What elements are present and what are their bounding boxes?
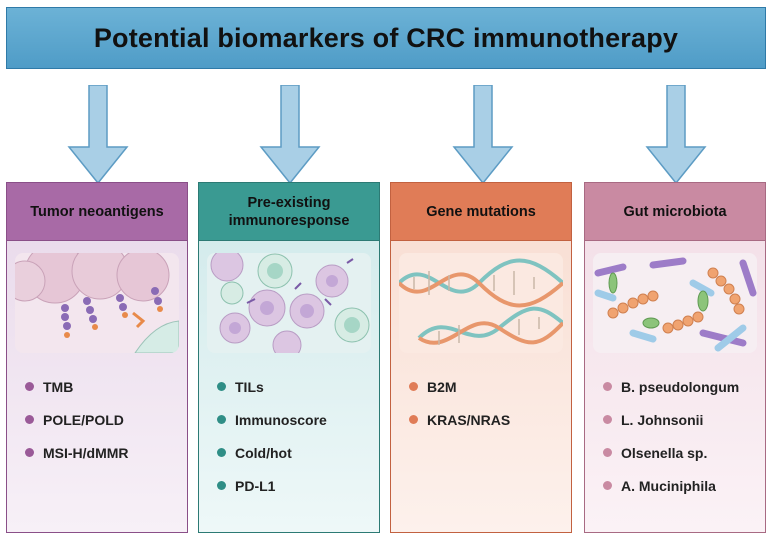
list-item: Olsenella sp.	[603, 445, 739, 478]
item-text: L. Johnsonii	[621, 412, 704, 428]
column-heading: Gene mutations	[391, 183, 571, 241]
bullet-dot	[217, 382, 226, 391]
diagram-title: Potential biomarkers of CRC immunotherap…	[93, 22, 679, 53]
bullet-dot	[603, 481, 612, 490]
list-item: KRAS/NRAS	[409, 412, 510, 445]
list-item: B. pseudolongum	[603, 379, 739, 412]
down-arrow-4	[645, 85, 707, 185]
biomarker-list: B. pseudolongum L. Johnsonii Olsenella s…	[603, 379, 739, 511]
heading-line: Pre-existing	[247, 194, 331, 211]
list-item: L. Johnsonii	[603, 412, 739, 445]
title-banner: Potential biomarkers of CRC immunotherap…	[6, 7, 766, 69]
list-item: TILs	[217, 379, 327, 412]
bullet-dot	[603, 415, 612, 424]
item-text: PD-L1	[235, 478, 276, 494]
item-text: POLE/POLD	[43, 412, 124, 428]
neoantigen-illustration	[15, 253, 179, 353]
list-item: Cold/hot	[217, 445, 327, 478]
item-text: Olsenella sp.	[621, 445, 708, 461]
bullet-dot	[217, 481, 226, 490]
item-text: B. pseudolongum	[621, 379, 740, 395]
list-item: POLE/POLD	[25, 412, 129, 445]
list-item: TMB	[25, 379, 129, 412]
dna-illustration	[399, 253, 563, 353]
list-item: A. Muciniphila	[603, 478, 739, 511]
column-heading: Tumor neoantigens	[7, 183, 187, 241]
list-item: Immunoscore	[217, 412, 327, 445]
biomarker-list: TILs Immunoscore Cold/hot PD-L1	[217, 379, 327, 511]
down-arrow-1	[67, 85, 129, 185]
bullet-dot	[409, 382, 418, 391]
heading-line: Tumor neoantigens	[30, 203, 164, 220]
biomarker-list: TMB POLE/POLD MSI-H/dMMR	[25, 379, 129, 478]
bullet-dot	[217, 415, 226, 424]
list-item: PD-L1	[217, 478, 327, 511]
item-text: TMB	[43, 379, 74, 395]
column-gut-microbiota: Gut microbiota B. pseudolongum L. Johnso…	[584, 182, 766, 533]
item-text: Immunoscore	[235, 412, 327, 428]
bullet-dot	[25, 415, 34, 424]
microbiota-illustration	[593, 253, 757, 353]
list-item: MSI-H/dMMR	[25, 445, 129, 478]
column-tumor-neoantigens: Tumor neoantigens TMB POLE/POLD MSI-H/dM…	[6, 182, 188, 533]
item-text: A. Muciniphila	[621, 478, 716, 494]
down-arrow-2	[259, 85, 321, 185]
bullet-dot	[603, 382, 612, 391]
bullet-dot	[409, 415, 418, 424]
bullet-dot	[603, 448, 612, 457]
item-text: TILs	[235, 379, 264, 395]
item-text: KRAS/NRAS	[427, 412, 511, 428]
down-arrow-3	[452, 85, 514, 185]
item-text: MSI-H/dMMR	[43, 445, 129, 461]
heading-line: Gene mutations	[426, 203, 536, 220]
column-heading: Gut microbiota	[585, 183, 765, 241]
bullet-dot	[25, 382, 34, 391]
bullet-dot	[217, 448, 226, 457]
heading-line: immunoresponse	[228, 212, 350, 229]
immune-cells-illustration	[207, 253, 371, 353]
item-text: Cold/hot	[235, 445, 292, 461]
item-text: B2M	[427, 379, 457, 395]
bullet-dot	[25, 448, 34, 457]
heading-line: Gut microbiota	[623, 203, 727, 220]
list-item: B2M	[409, 379, 510, 412]
biomarker-list: B2M KRAS/NRAS	[409, 379, 510, 445]
column-gene-mutations: Gene mutations B2M KRAS/NRAS	[390, 182, 572, 533]
